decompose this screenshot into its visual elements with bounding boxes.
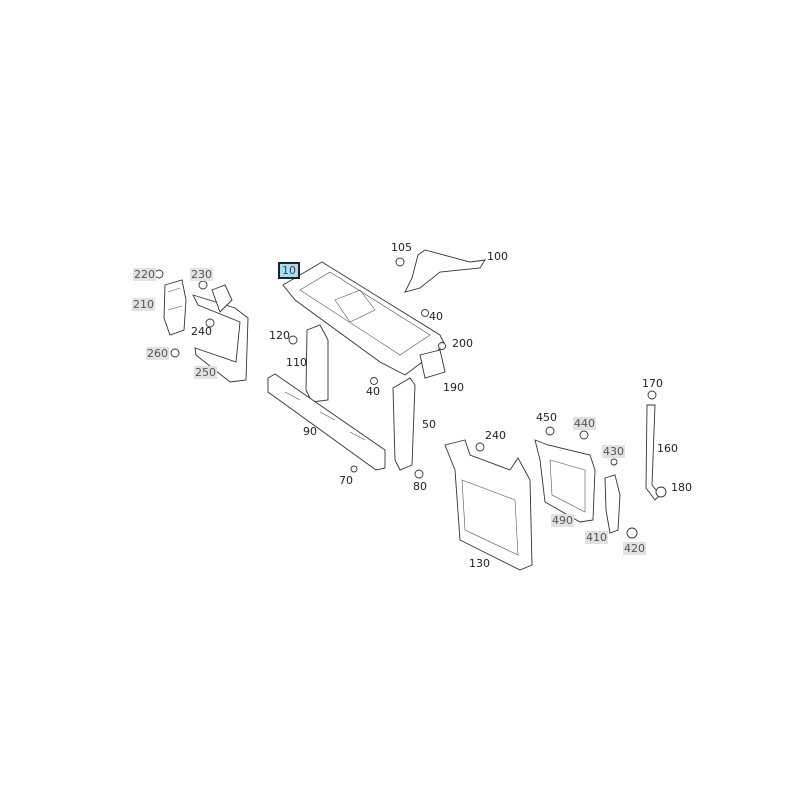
label-190[interactable]: 190 [443, 381, 464, 394]
part-105-clip[interactable] [395, 257, 405, 267]
part-210-bracket[interactable] [163, 279, 187, 336]
part-420-nut[interactable] [626, 527, 638, 539]
part-260-nut[interactable] [170, 348, 180, 358]
label-220[interactable]: 220 [133, 268, 156, 281]
part-110-plate[interactable] [305, 324, 329, 403]
label-180[interactable]: 180 [671, 481, 692, 494]
label-170[interactable]: 170 [642, 377, 663, 390]
part-240-bolt[interactable] [205, 318, 215, 328]
part-130-frame[interactable] [444, 439, 533, 571]
label-80[interactable]: 80 [413, 480, 427, 493]
label-90[interactable]: 90 [303, 425, 317, 438]
part-450-bolt[interactable] [545, 426, 555, 436]
label-440[interactable]: 440 [573, 417, 596, 430]
label-250[interactable]: 250 [194, 366, 217, 379]
label-490[interactable]: 490 [551, 514, 574, 527]
part-40-bolt[interactable] [421, 309, 429, 317]
label-40[interactable]: 40 [429, 310, 443, 323]
label-10[interactable]: 10 [278, 262, 300, 279]
part-80-nut[interactable] [414, 469, 424, 479]
part-100-brace[interactable] [404, 249, 486, 293]
label-420[interactable]: 420 [623, 542, 646, 555]
part-50-pillar[interactable] [392, 377, 416, 471]
part-240-bolt-2[interactable] [475, 442, 485, 452]
label-50[interactable]: 50 [422, 418, 436, 431]
part-200-nut[interactable] [438, 342, 446, 350]
part-90-crossmember[interactable] [267, 373, 386, 471]
part-180-nut[interactable] [655, 486, 667, 498]
label-100[interactable]: 100 [487, 250, 508, 263]
label-200[interactable]: 200 [452, 337, 473, 350]
part-10-frame[interactable] [282, 261, 446, 379]
part-40-bolt-2[interactable] [370, 377, 378, 385]
label-450[interactable]: 450 [536, 411, 557, 424]
part-430-nut[interactable] [610, 458, 618, 466]
part-70-bolt[interactable] [350, 465, 358, 473]
label-260[interactable]: 260 [146, 347, 169, 360]
part-250-panel[interactable] [192, 284, 249, 383]
label-230[interactable]: 230 [190, 268, 213, 281]
label-110[interactable]: 110 [286, 356, 307, 369]
label-105[interactable]: 105 [391, 241, 412, 254]
label-160[interactable]: 160 [657, 442, 678, 455]
label-40b[interactable]: 40 [366, 385, 380, 398]
part-410-bracket[interactable] [604, 474, 621, 534]
part-170-nut[interactable] [647, 390, 657, 400]
label-120[interactable]: 120 [269, 329, 290, 342]
part-230-nut[interactable] [198, 280, 208, 290]
label-410[interactable]: 410 [585, 531, 608, 544]
label-210[interactable]: 210 [132, 298, 155, 311]
label-130[interactable]: 130 [469, 557, 490, 570]
part-490-bracket[interactable] [534, 439, 596, 523]
part-220-nut[interactable] [154, 269, 164, 279]
part-440-nut[interactable] [579, 430, 589, 440]
label-430[interactable]: 430 [602, 445, 625, 458]
label-70[interactable]: 70 [339, 474, 353, 487]
label-240b[interactable]: 240 [485, 429, 506, 442]
part-120-plug[interactable] [288, 335, 298, 345]
label-240[interactable]: 240 [191, 325, 212, 338]
